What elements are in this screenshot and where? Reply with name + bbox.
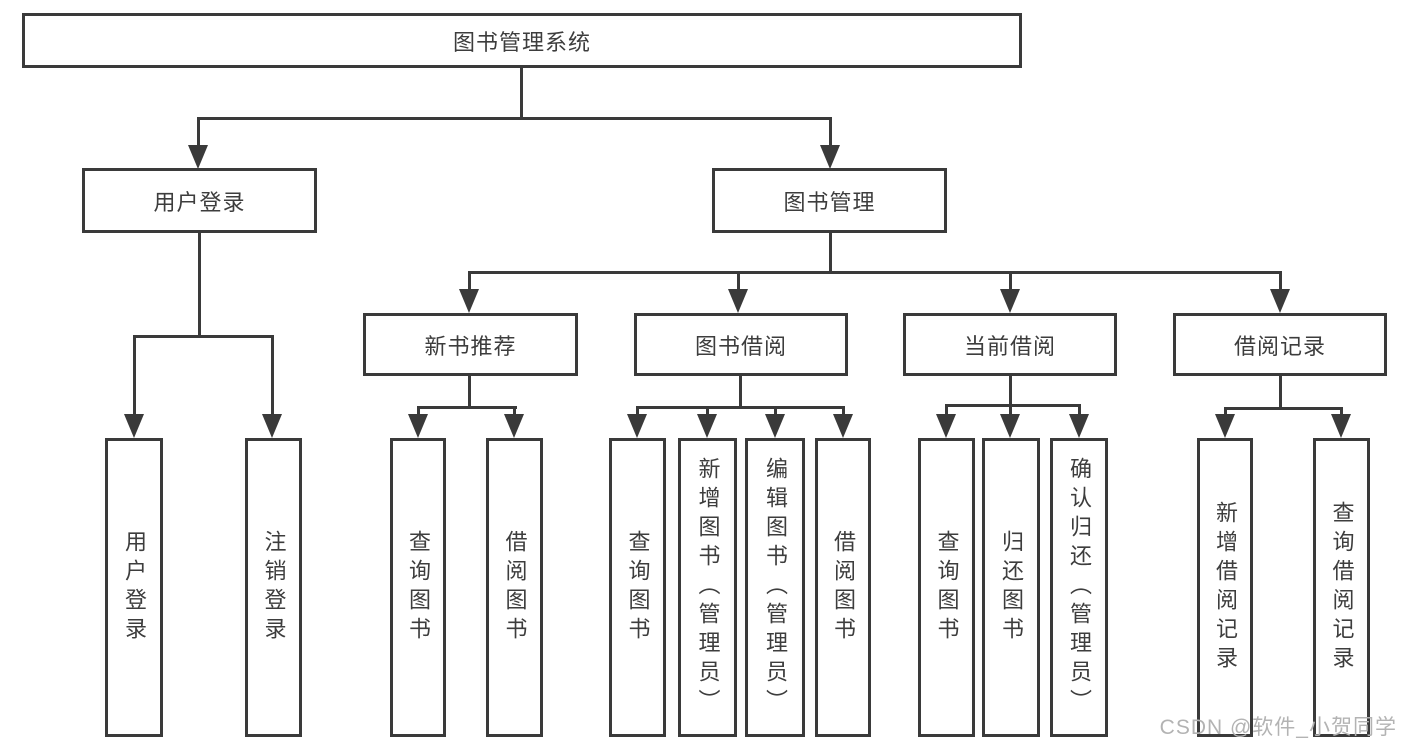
edge-book-management-stem — [829, 233, 832, 274]
arrow-down-icon — [1331, 414, 1351, 438]
edge-root-rail — [197, 117, 832, 120]
node-label: 用户登录 — [153, 189, 246, 215]
arrow-down-icon — [820, 145, 840, 169]
edge-to-book-borrow — [737, 271, 740, 291]
edge-to-leaf — [417, 406, 420, 418]
node-label: 图书管理系统 — [452, 29, 591, 55]
edge-user-login-stem — [198, 233, 201, 337]
edge-to-leaf — [774, 406, 777, 418]
node-label: 注销登录 — [261, 529, 287, 646]
edge-to-leaf — [636, 406, 639, 418]
edge-to-leaf — [1224, 407, 1227, 418]
node-label: 借阅记录 — [1233, 333, 1326, 359]
arrow-down-icon — [765, 414, 785, 438]
arrow-down-icon — [1000, 289, 1020, 313]
edge-borrow-records-stem — [1279, 376, 1282, 410]
arrow-down-icon — [833, 414, 853, 438]
edge-to-leaf — [1078, 404, 1081, 418]
node-label: 查询图书 — [406, 529, 431, 646]
node-label: 确认归还（管理员） — [1067, 457, 1092, 718]
node-book-borrow: 图书借阅 — [634, 313, 848, 376]
node-label: 归还图书 — [999, 529, 1024, 646]
node-book-system: 图书管理系统 — [22, 13, 1022, 68]
edge-to-user-login — [197, 117, 200, 147]
edge-to-current-borrow — [1009, 271, 1012, 291]
leaf-confirm-return-admin: 确认归还（管理员） — [1050, 438, 1108, 737]
arrow-down-icon — [1270, 289, 1290, 313]
node-current-borrow: 当前借阅 — [903, 313, 1117, 376]
node-new-book-recommend: 新书推荐 — [363, 313, 578, 376]
arrow-down-icon — [188, 145, 208, 169]
arrow-down-icon — [627, 414, 647, 438]
leaf-logout: 注销登录 — [245, 438, 302, 737]
arrow-down-icon — [124, 414, 144, 438]
node-label: 新增图书（管理员） — [695, 457, 721, 718]
leaf-add-borrow-record: 新增借阅记录 — [1197, 438, 1253, 737]
node-label: 借阅图书 — [831, 529, 856, 646]
edge-to-new-book-recommend — [468, 271, 471, 291]
edge-current-borrow-stem — [1009, 376, 1012, 407]
edge-new-book-recommend-rail — [417, 406, 517, 409]
arrow-down-icon — [697, 414, 717, 438]
arrow-down-icon — [408, 414, 428, 438]
edge-to-leaf — [1340, 407, 1343, 418]
node-label: 新增借阅记录 — [1213, 500, 1238, 675]
leaf-query-books-recommend: 查询图书 — [390, 438, 446, 737]
arrow-down-icon — [728, 289, 748, 313]
edge-to-leaf — [842, 406, 845, 418]
arrow-down-icon — [936, 414, 956, 438]
node-borrow-records: 借阅记录 — [1173, 313, 1387, 376]
edge-to-leaf — [1009, 404, 1012, 418]
node-label: 图书借阅 — [694, 333, 787, 359]
node-label: 当前借阅 — [963, 333, 1056, 359]
edge-root-stem — [520, 68, 523, 119]
edge-to-leaf-logout — [271, 335, 274, 415]
edge-current-borrow-rail — [945, 404, 1081, 407]
arrow-down-icon — [1069, 414, 1089, 438]
arrow-down-icon — [504, 414, 524, 438]
leaf-borrow-books-recommend: 借阅图书 — [486, 438, 543, 737]
node-book-management: 图书管理 — [712, 168, 947, 233]
arrow-down-icon — [1000, 414, 1020, 438]
edge-book-management-rail — [468, 271, 1281, 274]
node-label: 借阅图书 — [502, 529, 528, 646]
leaf-edit-book-admin: 编辑图书（管理员） — [745, 438, 805, 737]
node-user-login: 用户登录 — [82, 168, 317, 233]
edge-to-leaf — [706, 406, 709, 418]
leaf-add-book-admin: 新增图书（管理员） — [678, 438, 737, 737]
leaf-query-books-borrow: 查询图书 — [609, 438, 666, 737]
node-label: 编辑图书（管理员） — [763, 457, 788, 718]
leaf-query-borrow-record: 查询借阅记录 — [1313, 438, 1370, 737]
edge-book-borrow-stem — [739, 376, 742, 409]
edge-to-leaf — [945, 404, 948, 418]
node-label: 图书管理 — [783, 189, 876, 215]
edge-to-leaf — [513, 406, 516, 418]
edge-borrow-records-rail — [1224, 407, 1343, 410]
arrow-down-icon — [1215, 414, 1235, 438]
edge-to-borrow-records — [1279, 271, 1282, 291]
edge-to-leaf-user-login — [133, 335, 136, 415]
node-label: 用户登录 — [122, 529, 147, 646]
arrow-down-icon — [262, 414, 282, 438]
arrow-down-icon — [459, 289, 479, 313]
leaf-return-book: 归还图书 — [982, 438, 1040, 737]
leaf-query-books-current: 查询图书 — [918, 438, 975, 737]
edge-book-borrow-rail — [636, 406, 845, 409]
node-label: 查询借阅记录 — [1329, 500, 1355, 675]
node-label: 查询图书 — [934, 529, 960, 646]
leaf-borrow-books-borrow: 借阅图书 — [815, 438, 871, 737]
node-label: 查询图书 — [625, 529, 651, 646]
edge-to-book-management — [829, 117, 832, 147]
edge-new-book-recommend-stem — [468, 376, 471, 409]
leaf-user-login: 用户登录 — [105, 438, 163, 737]
csdn-watermark: CSDN @软件_小贺同学 — [1159, 716, 1397, 739]
node-label: 新书推荐 — [424, 333, 517, 359]
edge-user-login-rail — [133, 335, 274, 338]
